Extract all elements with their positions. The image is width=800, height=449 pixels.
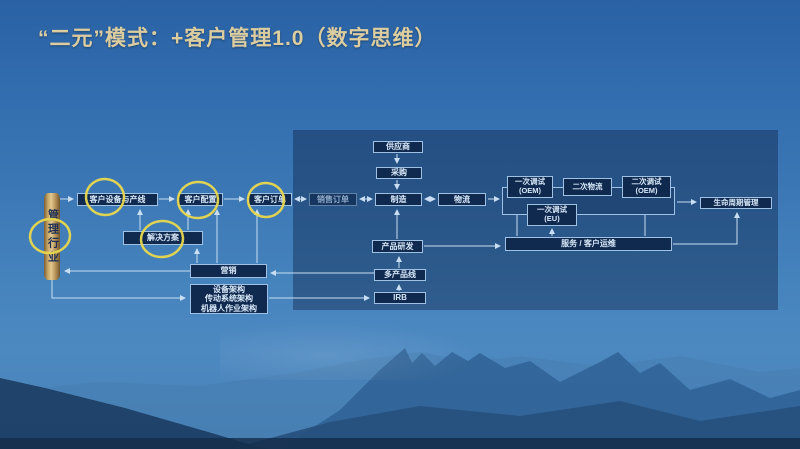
- box-secondary-logistics: 二次物流: [563, 178, 612, 196]
- box-lifecycle-management: 生命周期管理: [700, 197, 772, 209]
- box-service-customer-ops: 服务 / 客户运维: [505, 237, 672, 251]
- first-debug-oem-line-2: (OEM): [518, 186, 542, 195]
- architecture-line-1: 设备架构: [213, 285, 245, 295]
- box-multi-product-line: 多产品线: [374, 269, 426, 281]
- first-debug-eu-line-2: (EU): [544, 214, 560, 223]
- box-supplier: 供应商: [373, 141, 423, 153]
- box-manufacturing: 制造: [375, 193, 422, 206]
- box-irb: IRB: [374, 292, 426, 304]
- second-debug-oem-line-1: 二次调试: [631, 177, 662, 187]
- management-industry-bar: 管理行业: [44, 193, 60, 280]
- box-second-debug-oem: 二次调试 (OEM): [622, 176, 671, 198]
- box-logistics: 物流: [438, 193, 486, 206]
- slide-title: “二元”模式：+客户管理1.0（数字思维）: [38, 27, 437, 50]
- box-architecture: 设备架构 传动系统架构 机器人作业架构: [190, 284, 268, 314]
- mist-haze: [220, 320, 480, 380]
- highlight-circle-management: [28, 217, 72, 255]
- box-sales-order: 销售订单: [309, 193, 357, 206]
- box-product-rd: 产品研发: [372, 240, 423, 253]
- first-debug-oem-line-1: 一次调试: [515, 177, 545, 187]
- box-customer-configuration: 客户配置: [178, 193, 223, 206]
- architecture-line-2: 传动系统架构: [205, 294, 253, 304]
- box-first-debug-oem: 一次调试 (OEM): [507, 176, 553, 198]
- highlight-circle-equipment: [84, 177, 126, 217]
- architecture-line-3: 机器人作业架构: [201, 303, 257, 313]
- first-debug-eu-line-1: 一次调试: [537, 205, 567, 215]
- second-debug-oem-line-2: (OEM): [635, 186, 658, 195]
- highlight-circle-configuration: [176, 180, 220, 220]
- management-industry-label: 管理行业: [46, 208, 59, 265]
- box-first-debug-eu: 一次调试 (EU): [527, 204, 577, 226]
- highlight-circle-solution: [139, 219, 185, 259]
- box-procurement: 采购: [376, 167, 422, 179]
- box-customer-equipment-line: 客户设备与产线: [77, 193, 158, 206]
- highlight-circle-order: [246, 181, 286, 219]
- box-marketing: 营销: [190, 264, 267, 278]
